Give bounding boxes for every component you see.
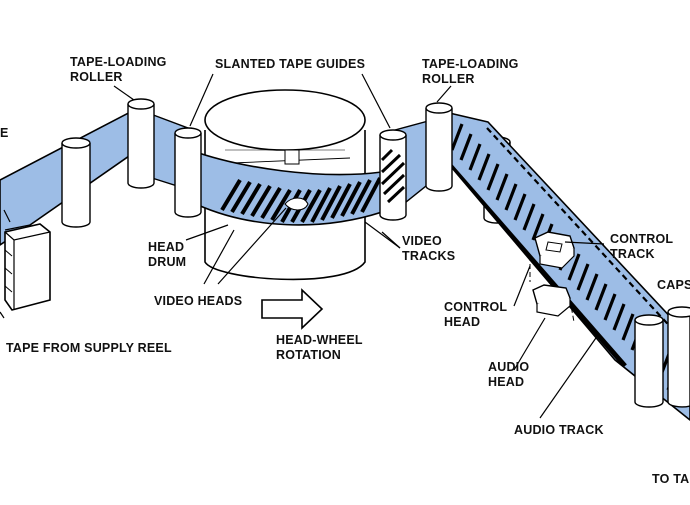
label-line: AUDIO (488, 360, 530, 374)
label-line: TAPE-LOADING (70, 55, 167, 69)
control-head (529, 231, 575, 282)
label-video-tracks: VIDEO TRACKS (402, 234, 455, 264)
left-tape-loading-roller (127, 98, 155, 189)
rear-left-post (61, 137, 91, 228)
label-audio-track: AUDIO TRACK (514, 423, 604, 437)
leader-lines (0, 73, 605, 419)
label-tape-from-supply-reel: TAPE FROM SUPPLY REEL (6, 341, 172, 355)
label-line: HEAD (488, 375, 525, 389)
label-line: ROLLER (422, 72, 475, 86)
label-line: TRACK (610, 247, 655, 261)
label-head-drum: HEAD DRUM (148, 240, 186, 270)
label-line: HEAD (444, 315, 481, 329)
label-control-head: CONTROL HEAD (444, 300, 507, 330)
label-line: VIDEO (402, 234, 442, 248)
label-line: CONTROL (610, 232, 674, 246)
drum-tape-band (189, 148, 383, 226)
label-tape-loading-roller-right: TAPE-LOADING ROLLER (422, 57, 519, 87)
capstan-post-left (634, 314, 664, 408)
right-slanted-guide (379, 129, 407, 221)
left-slanted-guide (174, 127, 202, 218)
label-cut-e: E (0, 126, 9, 140)
label-line: HEAD-WHEEL (276, 333, 363, 347)
label-line: DRUM (148, 255, 187, 269)
label-line: TRACKS (402, 249, 456, 263)
label-head-wheel-rotation: HEAD-WHEEL ROTATION (276, 333, 363, 363)
label-line: TAPE-LOADING (422, 57, 519, 71)
right-tape-loading-roller (425, 102, 453, 192)
label-control-track: CONTROL TRACK (610, 232, 673, 262)
label-audio-head: AUDIO HEAD (488, 360, 529, 390)
erase-head-block (4, 223, 51, 311)
capstan-post-right (667, 306, 690, 408)
label-tape-loading-roller-left: TAPE-LOADING ROLLER (70, 55, 167, 85)
label-line: CONTROL (444, 300, 508, 314)
label-line: ROLLER (70, 70, 123, 84)
label-to-ta-cut: TO TA (652, 472, 690, 486)
audio-head (532, 284, 575, 323)
label-caps-cut: CAPS (657, 278, 690, 292)
rotation-arrow-icon (261, 288, 324, 330)
label-line: ROTATION (276, 348, 342, 362)
label-line: HEAD (148, 240, 185, 254)
label-slanted-tape-guides: SLANTED TAPE GUIDES (215, 57, 366, 71)
label-video-heads: VIDEO HEADS (154, 294, 243, 308)
